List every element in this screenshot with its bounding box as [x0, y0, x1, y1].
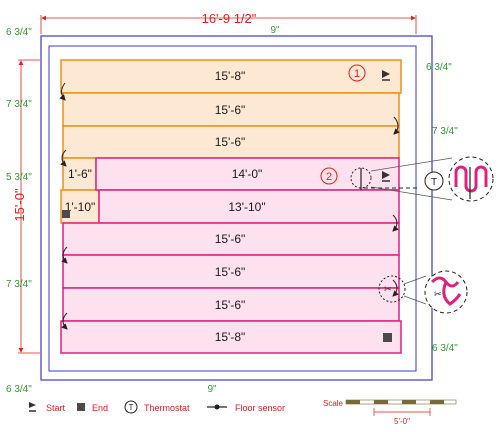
scale-label: Scale: [323, 399, 344, 408]
zone-1-mat: 15'-8" 15'-6" 15'-6" 1'-6" 1'-10" 1: [59, 59, 402, 224]
zone1-run-1: [60, 59, 402, 94]
zone2-turn-arrow: [61, 246, 68, 264]
cut-loop-icon: [430, 276, 462, 306]
legend: Start End T Thermostat Floor sensor: [29, 400, 285, 414]
cut-detail: ✂ ✂: [378, 270, 468, 314]
zone1-run-2: [62, 92, 400, 127]
right-top-label: 6 3/4": [426, 62, 452, 73]
zone1-run-4: [62, 157, 97, 191]
zone2-run-1: [95, 157, 400, 191]
zone2-run-3-label: 15'-6": [215, 232, 246, 246]
thermostat-icon: [424, 171, 444, 191]
overall-height-label: 15'-0": [12, 188, 27, 222]
overall-height-dimension: 15'-0": [12, 59, 40, 354]
zone1-run-1-label: 15'-8": [215, 69, 246, 83]
zone1-turn-arrow: [60, 149, 67, 167]
legend-floor-sensor-label: Floor sensor: [235, 403, 285, 413]
zone-2-number: 2: [326, 171, 332, 183]
zone2-turn-arrow: [392, 279, 399, 297]
zone2-run-4-label: 15'-6": [215, 265, 246, 279]
zone2-start-icon: [382, 171, 390, 182]
zone1-run-2-label: 15'-6": [215, 103, 246, 117]
zone2-end-icon: [383, 333, 392, 342]
zone-1-badge: [348, 64, 366, 82]
overall-width-dimension: 16'-9 1/2": [40, 11, 417, 34]
legend-thermostat-label: Thermostat: [144, 403, 190, 413]
left-spacing-1-label: 7 3/4": [6, 99, 32, 110]
floor-sensor-detail: T: [350, 156, 494, 202]
zone2-turn-arrow: [392, 214, 399, 232]
zone1-turn-arrow: [393, 116, 400, 135]
end-icon: [77, 403, 85, 411]
zone2-run-1-label: 14'-0": [232, 167, 263, 181]
zone2-run-5: [62, 287, 400, 322]
zone-2-badge: [320, 167, 338, 185]
svg-text:✂: ✂: [434, 290, 442, 300]
start-icon: [29, 402, 36, 412]
floor-sensor-legend-icon: [207, 404, 227, 410]
cut-callout-circle: [424, 270, 468, 314]
zone2-run-6-label: 15'-8": [215, 330, 246, 344]
zone1-turn-arrow: [59, 82, 66, 101]
scale-value: 5'-0": [394, 417, 410, 426]
top-offset-label: 9": [270, 25, 280, 36]
zone1-run-5-label: 1'-10": [65, 200, 96, 214]
svg-text:T: T: [129, 403, 134, 412]
room-inner-offset: [48, 45, 417, 372]
zone2-run-2: [98, 189, 400, 224]
left-top-corner-label: 6 3/4": [6, 27, 32, 38]
scale-bar: Scale 5'-0": [323, 399, 457, 426]
right-bottom-label: 6 3/4": [432, 343, 458, 354]
left-bottom-corner-label: 6 3/4": [6, 384, 32, 395]
svg-text:T: T: [431, 177, 437, 188]
svg-text:✂: ✂: [384, 285, 392, 295]
thermostat-legend-icon: [124, 400, 138, 414]
overall-width-label: 16'-9 1/2": [202, 11, 257, 26]
right-spacing-label: 7 3/4": [432, 126, 458, 137]
zone2-run-6: [60, 320, 402, 354]
cut-mark: [378, 275, 406, 303]
zone1-run-3-label: 15'-6": [215, 135, 246, 149]
zone1-run-4-label: 1'-6": [68, 167, 92, 181]
bottom-offset-label: 9": [207, 384, 217, 395]
legend-end-label: End: [92, 403, 108, 413]
zone2-run-5-label: 15'-6": [215, 298, 246, 312]
zone-2-mat: 14'-0" 13'-10" 15'-6" 15'-6" 15'-6" 15'-…: [60, 157, 402, 354]
left-spacing-2-label: 5 3/4": [6, 172, 32, 183]
left-spacing-3-label: 7 3/4": [6, 279, 32, 290]
floor-sensor-mark: [350, 167, 372, 189]
zone2-run-2-label: 13'-10": [228, 200, 265, 214]
zone2-turn-arrow: [61, 312, 68, 330]
heating-cable-loop-icon: [454, 165, 488, 193]
zone-1-number: 1: [354, 68, 360, 80]
zone1-end-icon: [62, 210, 70, 218]
legend-start-label: Start: [46, 403, 66, 413]
zone1-start-icon: [382, 70, 390, 81]
room-outer-wall: [40, 35, 433, 381]
